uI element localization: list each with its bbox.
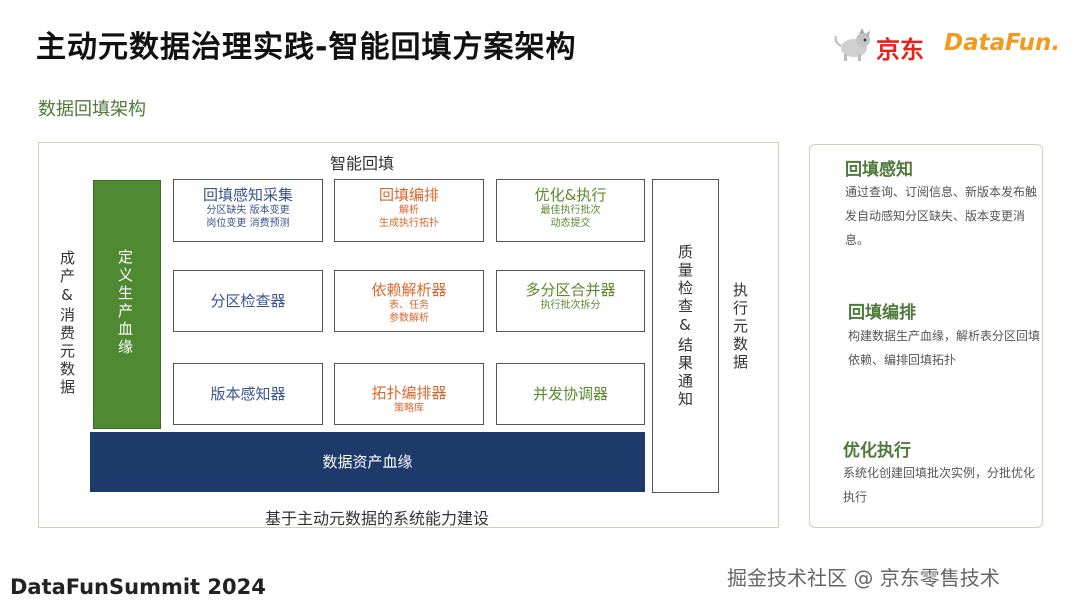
box-concurrency-coordinator: 并发协调器 bbox=[496, 363, 645, 425]
footer-summit: DataFunSummit 2024 bbox=[10, 575, 266, 599]
right-label: 执行元数据 bbox=[731, 282, 749, 372]
datafun-logo: DataFun. bbox=[944, 30, 1061, 56]
quality-check-column: 质量检查&结果通知 bbox=[652, 179, 719, 493]
box-perception-collect: 回填感知采集 分区缺失 版本变更 岗位变更 消费预测 bbox=[173, 179, 323, 242]
footer-watermark: 掘金技术社区 @ 京东零售技术 bbox=[727, 566, 1000, 590]
data-asset-lineage-bar: 数据资产血缘 bbox=[90, 432, 645, 492]
box-line: 解析 bbox=[399, 205, 419, 216]
box-line: 岗位变更 消费预测 bbox=[206, 218, 290, 229]
jd-dog-icon bbox=[834, 28, 870, 61]
box-optimize-execute: 优化&执行 最佳执行批次 动态提交 bbox=[496, 179, 645, 242]
box-title: 优化&执行 bbox=[534, 186, 607, 204]
box-line: 生成执行拓扑 bbox=[379, 218, 439, 229]
box-line: 最佳执行批次 bbox=[540, 205, 601, 216]
box-title: 拓扑编排器 bbox=[371, 384, 447, 402]
frame-bottom-caption: 基于主动元数据的系统能力建设 bbox=[265, 509, 490, 528]
box-title: 依赖解析器 bbox=[371, 281, 447, 299]
box-line: 策略库 bbox=[394, 403, 424, 414]
box-title: 并发协调器 bbox=[532, 385, 608, 403]
box-line: 参数解析 bbox=[389, 313, 429, 324]
side-panel bbox=[809, 144, 1043, 528]
lineage-definition-column: 定义生产血缘 bbox=[93, 180, 161, 429]
panel-section-text: 通过查询、订阅信息、新版本发布触发自动感知分区缺失、版本变更消息。 bbox=[845, 185, 1038, 247]
box-partition-merger: 多分区合并器 执行批次拆分 bbox=[496, 270, 645, 332]
green-column-label: 定义生产血缘 bbox=[116, 249, 134, 357]
box-title: 回填编排 bbox=[378, 186, 439, 204]
box-version-detector: 版本感知器 bbox=[173, 363, 323, 425]
jd-logo-text: 京东 bbox=[876, 36, 924, 64]
box-line: 动态提交 bbox=[550, 218, 591, 229]
box-title: 多分区合并器 bbox=[525, 281, 616, 299]
panel-section-title: 回填感知 bbox=[845, 160, 913, 180]
box-dependency-parser: 依赖解析器 表、任务 参数解析 bbox=[334, 270, 484, 332]
panel-section-text: 构建数据生产血缘，解析表分区回填依赖、编排回填拓扑 bbox=[848, 329, 1041, 367]
left-label: 成产&消费元数据 bbox=[58, 250, 76, 397]
box-title: 回填感知采集 bbox=[202, 186, 293, 204]
page-title: 主动元数据治理实践-智能回填方案架构 bbox=[36, 30, 577, 65]
panel-section-title: 优化执行 bbox=[843, 441, 911, 461]
box-backfill-orchestration: 回填编排 解析 生成执行拓扑 bbox=[334, 179, 484, 242]
jd-logo: 京东 bbox=[832, 28, 936, 64]
box-line: 表、任务 bbox=[389, 300, 429, 311]
box-line: 执行批次拆分 bbox=[540, 300, 601, 311]
panel-section-text: 系统化创建回填批次实例，分批优化执行 bbox=[843, 466, 1036, 504]
quality-column-label: 质量检查&结果通知 bbox=[676, 244, 694, 409]
box-title: 分区检查器 bbox=[210, 292, 286, 310]
box-topology-orchestrator: 拓扑编排器 策略库 bbox=[334, 363, 484, 425]
panel-section-title: 回填编排 bbox=[848, 303, 916, 323]
box-line: 分区缺失 版本变更 bbox=[206, 205, 290, 216]
box-partition-checker: 分区检查器 bbox=[173, 270, 323, 332]
architecture-frame bbox=[38, 142, 779, 528]
frame-title: 智能回填 bbox=[330, 154, 395, 173]
section-subtitle: 数据回填架构 bbox=[38, 99, 146, 120]
box-title: 版本感知器 bbox=[210, 385, 286, 403]
